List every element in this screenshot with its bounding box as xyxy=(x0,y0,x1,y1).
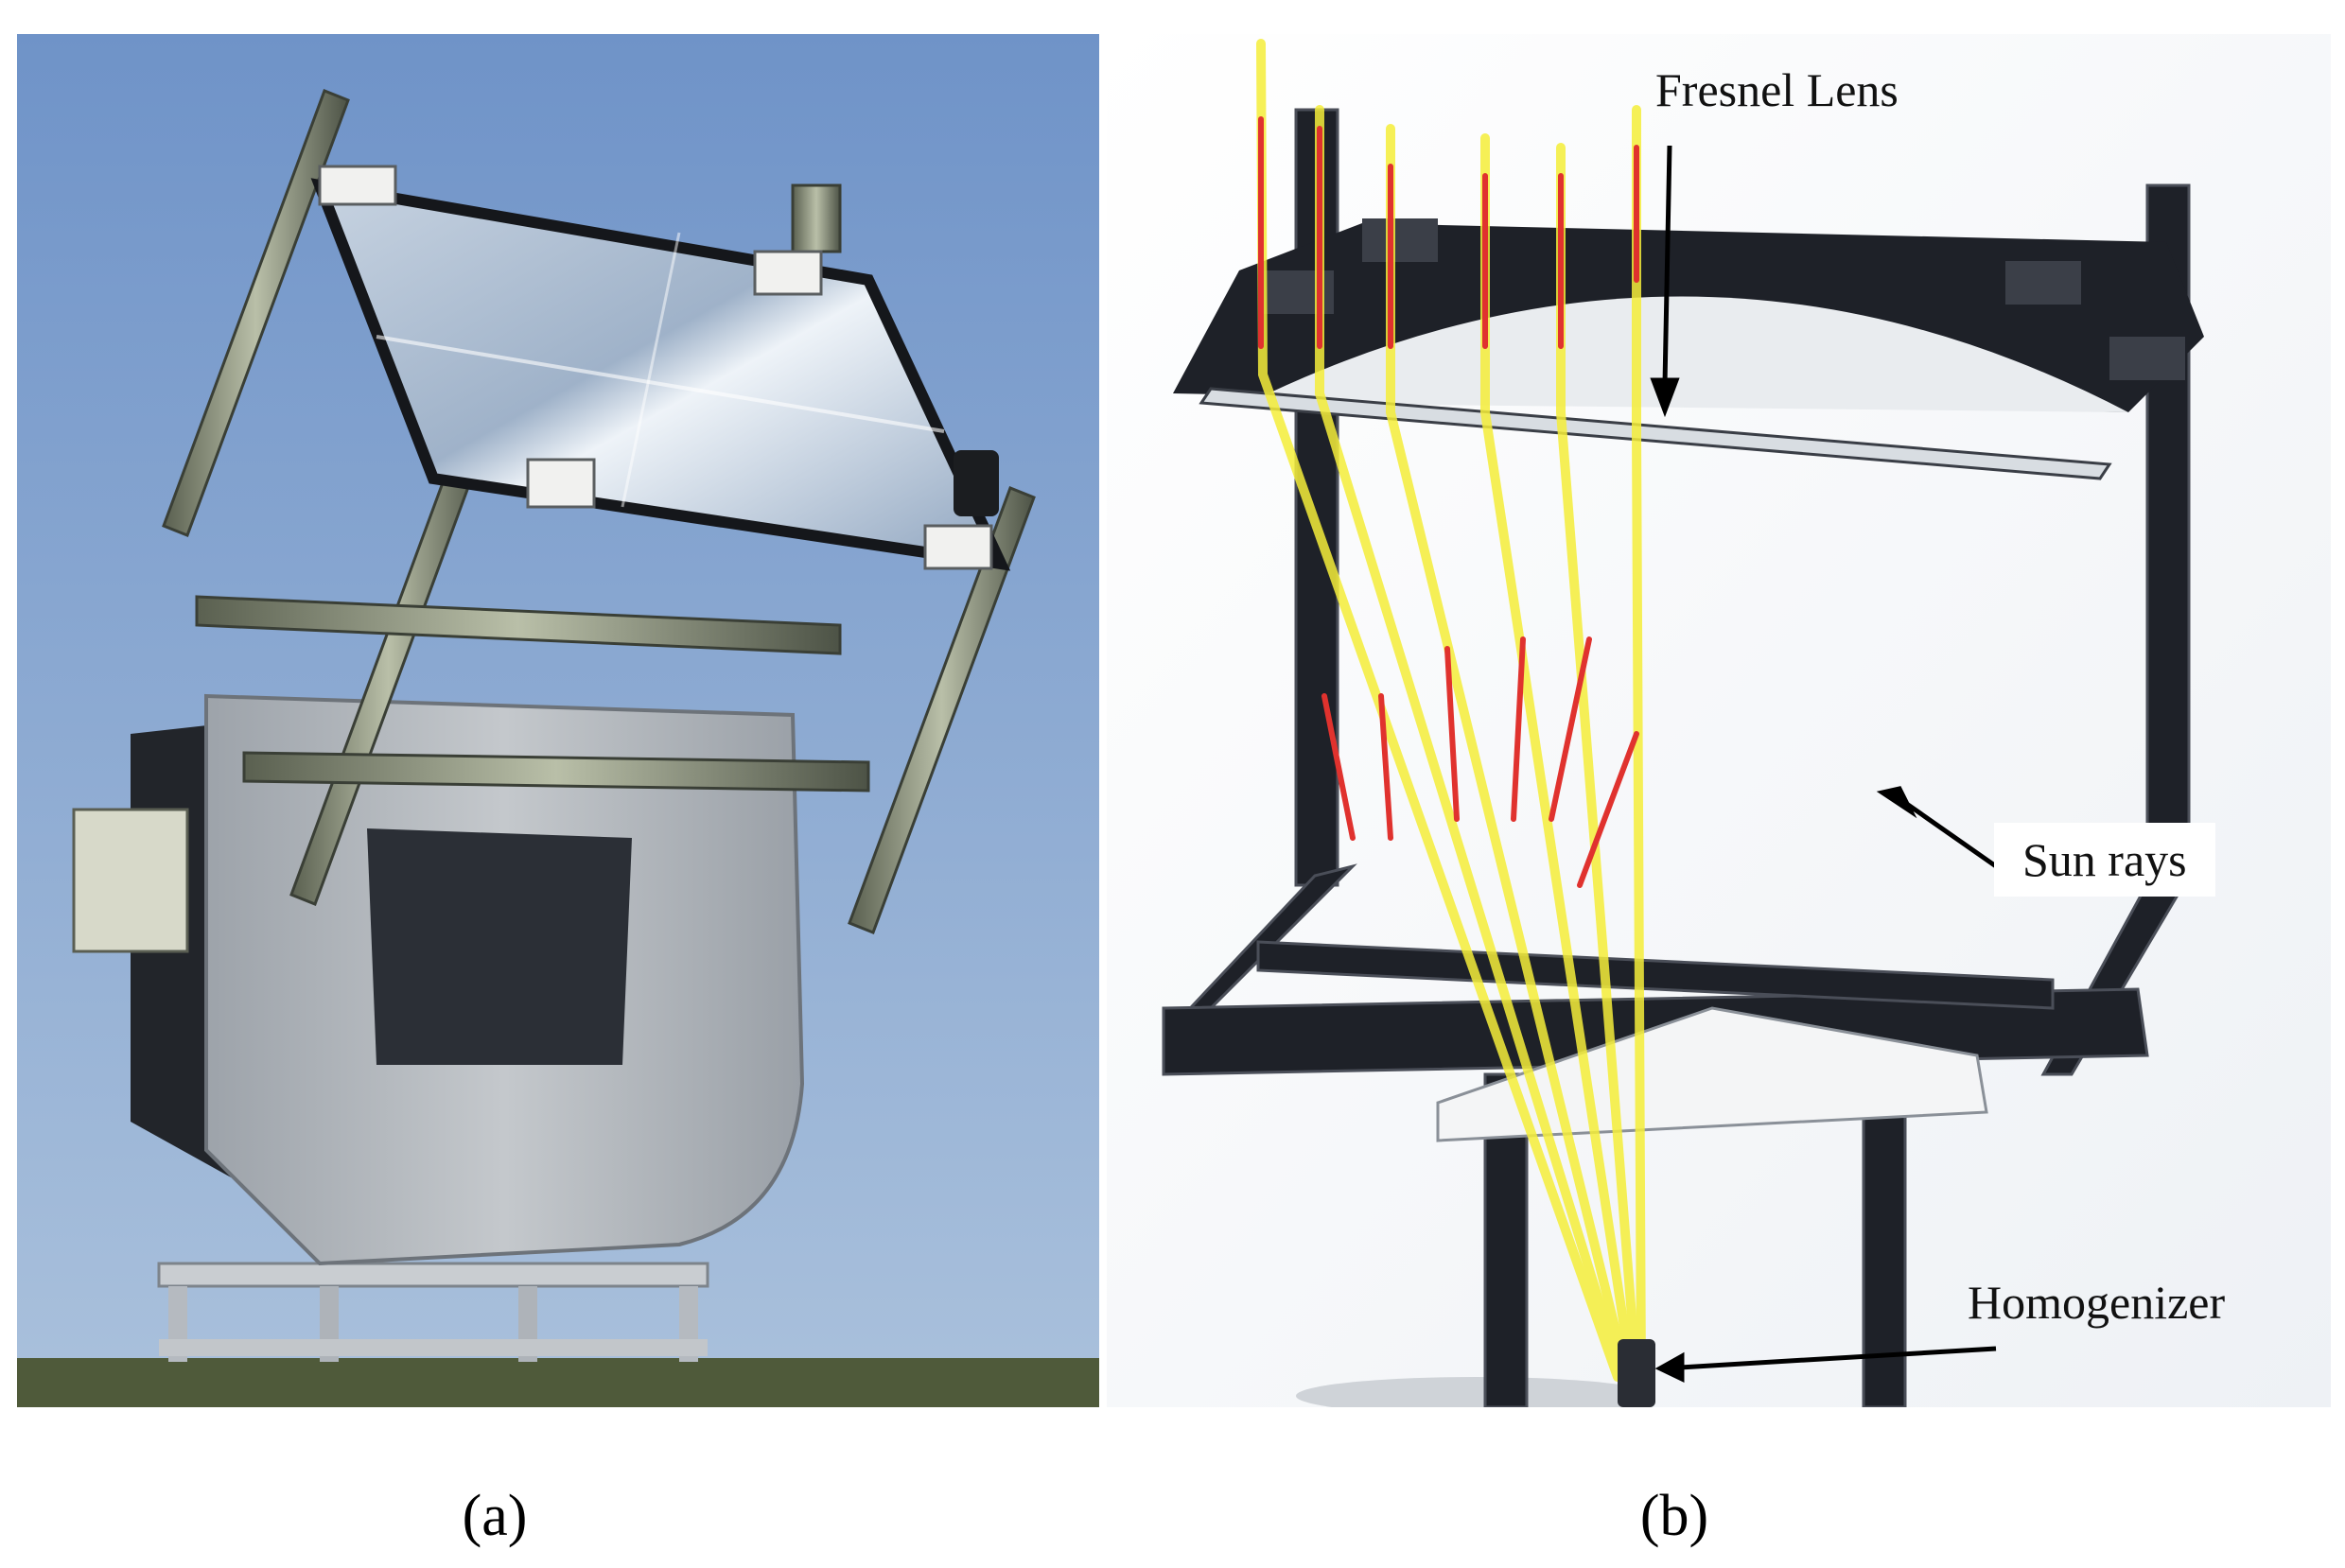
caption-b: (b) xyxy=(1639,1484,1709,1548)
ground xyxy=(17,1358,1099,1407)
fresnel-lens-label: Fresnel Lens xyxy=(1655,63,1899,116)
floor-shadow xyxy=(1296,1377,1655,1407)
base-stand xyxy=(157,1262,709,1362)
fresnel-lens-plate xyxy=(1199,387,2112,480)
photo-panel-a xyxy=(17,34,1099,1407)
cradle-opening xyxy=(367,828,632,1065)
caption-a: (a) xyxy=(462,1484,528,1548)
callout-arrows xyxy=(1650,145,1998,1383)
fresnel-lens-photo xyxy=(310,178,1011,571)
lens-frame xyxy=(162,89,1036,934)
lens-clips xyxy=(318,165,993,570)
sun-sensor xyxy=(954,450,999,516)
electronics-box xyxy=(72,808,189,953)
homogenizer-label: Homogenizer xyxy=(1968,1276,2226,1329)
lens-holder xyxy=(1173,218,2204,412)
concentrator-photo xyxy=(17,34,1099,1407)
receiver-mount xyxy=(1436,1006,1988,1142)
cad-panel-b xyxy=(1107,34,2331,1407)
sun-rays xyxy=(1256,39,1646,1382)
concentrator-cad-render xyxy=(1107,34,2331,1407)
sun-rays-label: Sun rays xyxy=(1994,823,2215,897)
homogenizer-rod xyxy=(1618,1339,1655,1407)
